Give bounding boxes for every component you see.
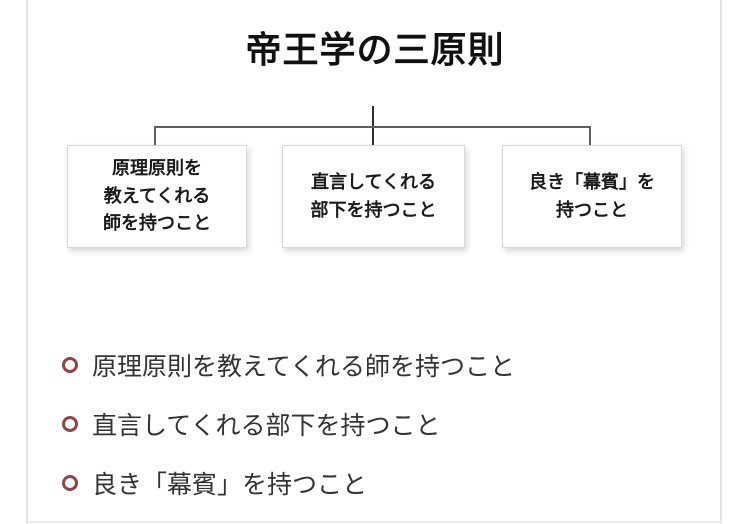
diagram-box-mentor: 原理原則を 教えてくれる 師を持つこと bbox=[67, 145, 247, 248]
page-title: 帝王学の三原則 bbox=[245, 30, 505, 71]
list-item: 良き「幕賓」を持つこと bbox=[62, 464, 515, 502]
diagram-box-subordinate: 直言してくれる 部下を持つこと bbox=[282, 145, 465, 248]
list-item-text: 直言してくれる部下を持つこと bbox=[92, 411, 441, 440]
list-item: 直言してくれる部下を持つこと bbox=[62, 405, 515, 443]
connector-left-drop-line bbox=[154, 126, 156, 146]
left-border-line bbox=[26, 0, 28, 524]
right-border-line bbox=[720, 0, 722, 524]
circle-bullet-icon bbox=[62, 357, 78, 373]
principles-list: 原理原則を教えてくれる師を持つこと 直言してくれる部下を持つこと 良き「幕賓」を… bbox=[62, 346, 515, 523]
connector-right-drop-line bbox=[589, 126, 591, 146]
circle-bullet-icon bbox=[62, 416, 78, 432]
list-item-text: 良き「幕賓」を持つこと bbox=[92, 470, 368, 499]
list-item: 原理原則を教えてくれる師を持つこと bbox=[62, 346, 515, 384]
list-item-text: 原理原則を教えてくれる師を持つこと bbox=[92, 352, 516, 381]
bottom-divider-line bbox=[27, 521, 722, 523]
connector-horizontal-line bbox=[154, 126, 591, 128]
diagram-box-advisor: 良き「幕賓」を 持つこと bbox=[502, 145, 682, 248]
circle-bullet-icon bbox=[62, 475, 78, 491]
